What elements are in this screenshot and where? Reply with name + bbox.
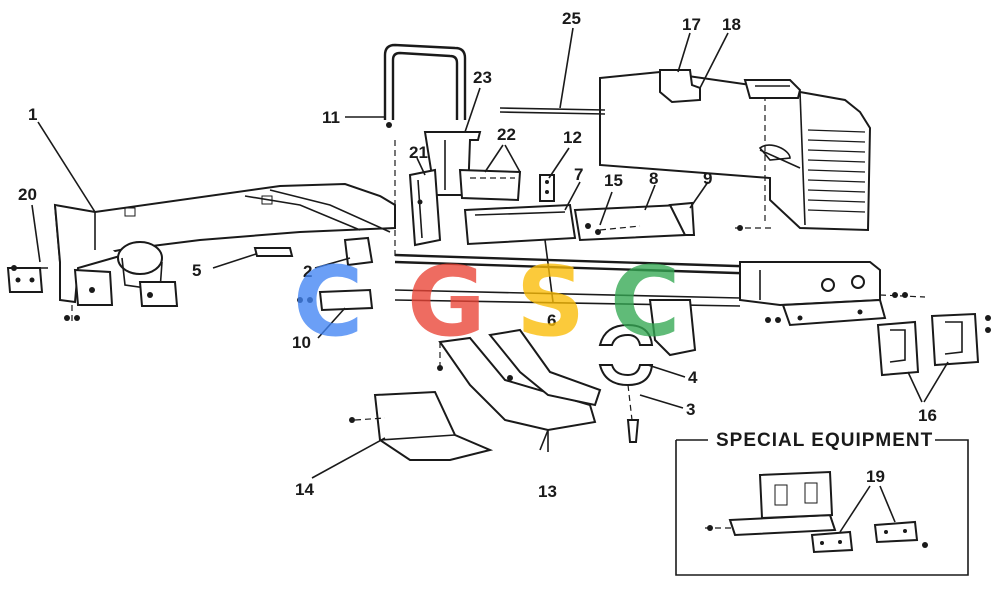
upright-21 — [408, 168, 442, 247]
grab-handle — [383, 43, 467, 260]
leader-lines — [31, 27, 949, 533]
callout-8: 8 — [649, 169, 658, 188]
frame-bolts — [64, 305, 80, 322]
callout-22: 22 — [497, 125, 516, 144]
main-frame — [53, 182, 396, 307]
callout-14: 14 — [295, 480, 314, 499]
step-13 — [437, 328, 602, 452]
callout-11: 11 — [322, 108, 340, 127]
callout-21: 21 — [409, 143, 428, 162]
hood-grill — [807, 129, 866, 213]
callout-1: 1 — [28, 105, 37, 124]
tray-8 — [573, 201, 696, 242]
callout-6: 6 — [547, 311, 556, 330]
callout-3: 3 — [686, 400, 695, 419]
clamp-4 — [598, 323, 654, 443]
special-equipment-panel: SPECIAL EQUIPMENT — [675, 430, 969, 576]
callout-17: 17 — [682, 15, 701, 34]
callout-18: 18 — [722, 15, 741, 34]
callout-12: 12 — [563, 128, 582, 147]
bracket-2 — [343, 236, 374, 267]
mount-bracket-22 — [458, 168, 522, 202]
bracket-12 — [539, 174, 555, 202]
callout-16: 16 — [918, 406, 937, 425]
callout-19: 19 — [866, 467, 885, 486]
callout-4: 4 — [688, 368, 698, 387]
watermark-letter-4: C — [610, 246, 680, 358]
callout-numbers: 1 20 2 5 10 11 21 22 23 25 12 7 15 8 9 1… — [18, 9, 937, 501]
callout-2: 2 — [303, 262, 312, 281]
callout-13: 13 — [538, 482, 557, 501]
step-plate-14 — [349, 390, 494, 461]
special-equipment-bracket — [705, 470, 837, 537]
watermark: C G S C — [293, 246, 680, 358]
end-plate — [6, 265, 48, 293]
step-5 — [253, 247, 294, 257]
callout-5: 5 — [192, 261, 201, 280]
watermark-letter-3: S — [516, 246, 585, 358]
cross-support — [648, 299, 697, 357]
hood-latches — [659, 69, 802, 104]
battery-box-7 — [463, 203, 577, 246]
bracket-10 — [297, 288, 374, 312]
callout-25: 25 — [562, 9, 581, 28]
support-rod — [499, 107, 606, 115]
callout-10: 10 — [292, 333, 311, 352]
hood-assembly — [599, 70, 872, 232]
callout-7: 7 — [574, 165, 583, 184]
callout-23: 23 — [473, 68, 492, 87]
watermark-letter-2: G — [407, 246, 486, 358]
callout-20: 20 — [18, 185, 37, 204]
callout-15: 15 — [604, 171, 623, 190]
rear-frame — [739, 261, 887, 327]
callout-9: 9 — [703, 169, 712, 188]
special-equipment-title: SPECIAL EQUIPMENT — [716, 430, 933, 451]
rear-brackets — [876, 292, 991, 377]
special-equipment-plates-19 — [810, 520, 928, 554]
watermark-letter-1: C — [293, 246, 363, 358]
